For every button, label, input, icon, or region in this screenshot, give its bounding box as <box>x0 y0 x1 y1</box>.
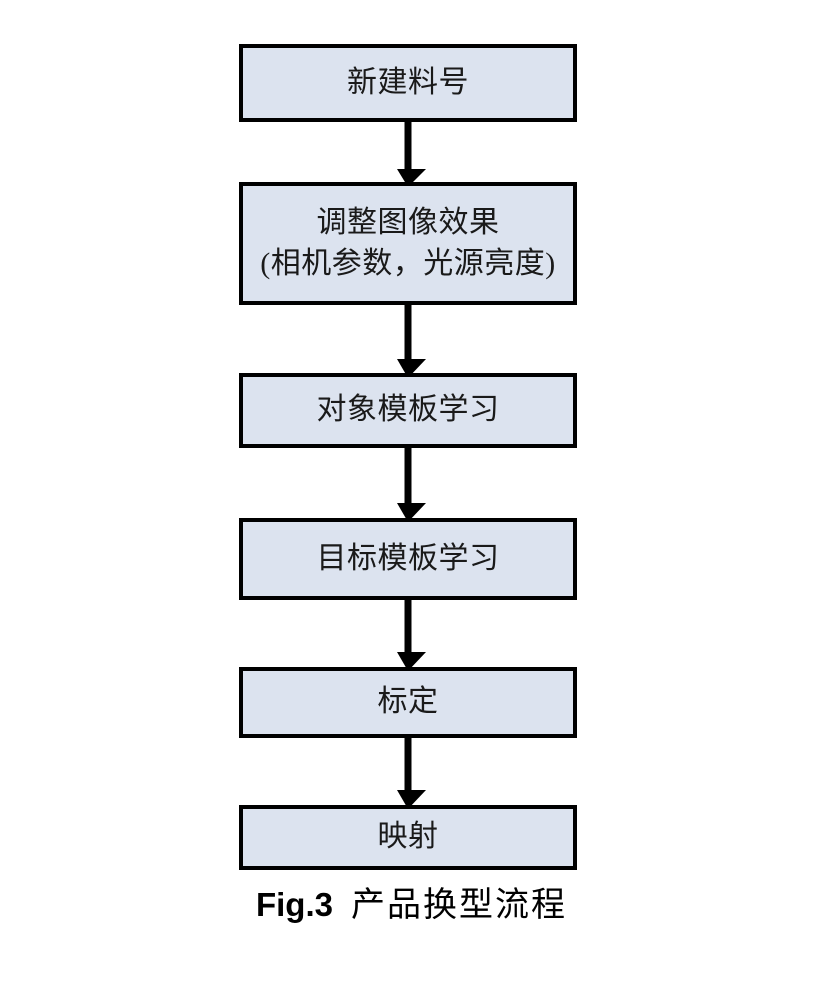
flow-node-object-template-learning[interactable]: 对象模板学习 <box>239 373 577 448</box>
flow-connector-arrow-4 <box>0 596 823 673</box>
flow-connector-arrow-1 <box>0 118 823 188</box>
flow-connector-arrow-2 <box>0 301 823 379</box>
flow-node-mapping[interactable]: 映射 <box>239 805 577 870</box>
figure-caption: Fig.3 产品换型流程 <box>0 884 823 928</box>
flow-connector-arrow-3 <box>0 444 823 524</box>
flow-node-adjust-image-effect[interactable]: 调整图像效果 (相机参数，光源亮度) <box>239 182 577 305</box>
flow-node-calibration[interactable]: 标定 <box>239 667 577 738</box>
figure-caption-text: 产品换型流程 <box>351 887 567 924</box>
flow-node-label: 映射 <box>377 820 439 854</box>
flow-connector-arrow-5 <box>0 734 823 811</box>
flow-node-label: 标定 <box>377 685 439 719</box>
flow-node-new-part-number[interactable]: 新建料号 <box>239 44 577 122</box>
flow-node-label: 新建料号 <box>347 65 469 99</box>
flow-node-label: 目标模板学习 <box>316 541 500 575</box>
flow-node-target-template-learning[interactable]: 目标模板学习 <box>239 518 577 600</box>
flow-node-label: 对象模板学习 <box>316 393 500 427</box>
figure-caption-label: Fig.3 <box>255 886 333 923</box>
flow-node-label-line-1: 调整图像效果 <box>316 206 500 239</box>
flow-node-label-line-2: (相机参数，光源亮度) <box>260 246 556 280</box>
